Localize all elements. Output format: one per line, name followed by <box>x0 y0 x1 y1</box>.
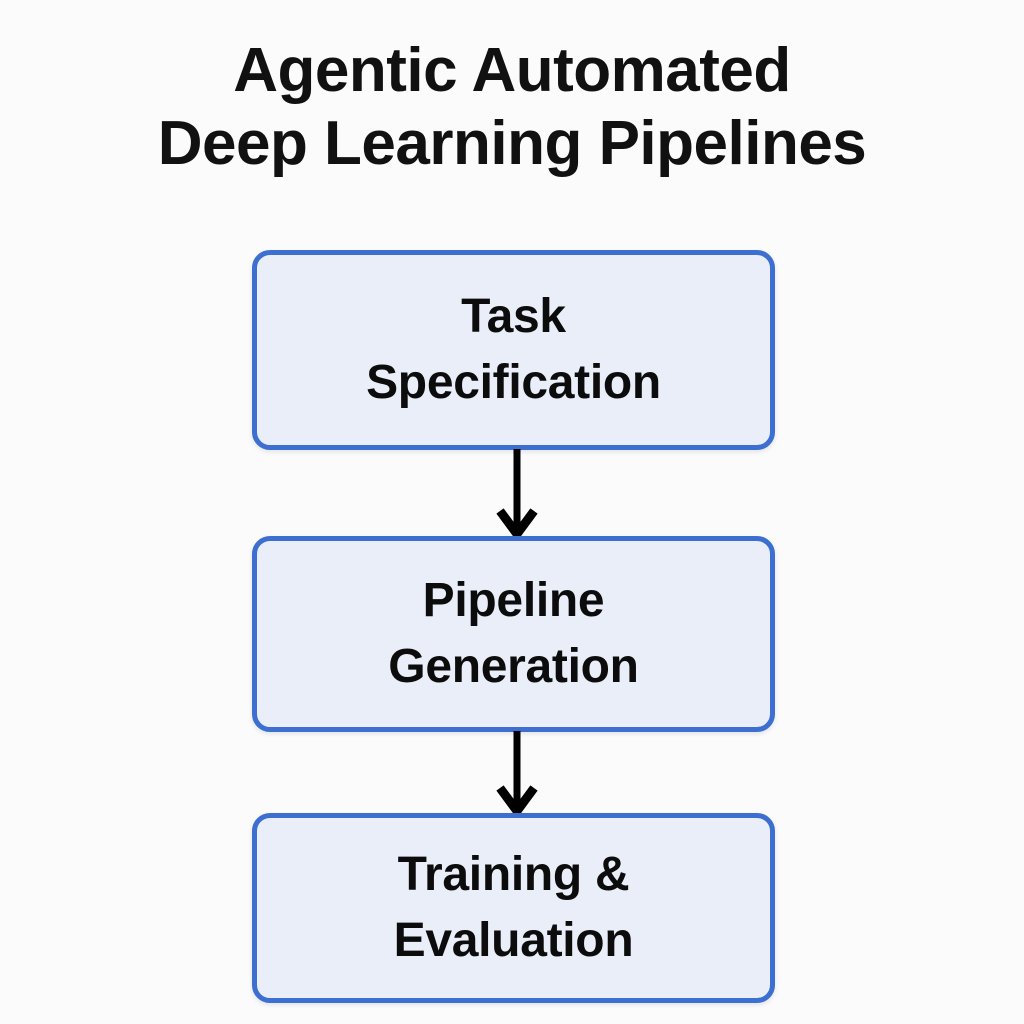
flow-node-task-specification[interactable]: Task Specification <box>252 250 775 450</box>
figure-title: Agentic Automated Deep Learning Pipeline… <box>0 34 1024 180</box>
down-arrow-icon-1 <box>489 449 545 538</box>
flow-node-label: Task Specification <box>366 290 661 409</box>
figure-title-line-2: Deep Learning Pipelines <box>157 109 867 178</box>
flow-node-label: Pipeline Generation <box>388 574 639 693</box>
down-arrow-icon-2 <box>489 731 545 815</box>
figure-title-line-1: Agentic Automated <box>233 36 791 105</box>
flow-node-pipeline-generation[interactable]: Pipeline Generation <box>252 536 775 732</box>
flow-node-training-evaluation[interactable]: Training & Evaluation <box>252 813 775 1003</box>
flow-node-label: Training & Evaluation <box>393 848 634 967</box>
